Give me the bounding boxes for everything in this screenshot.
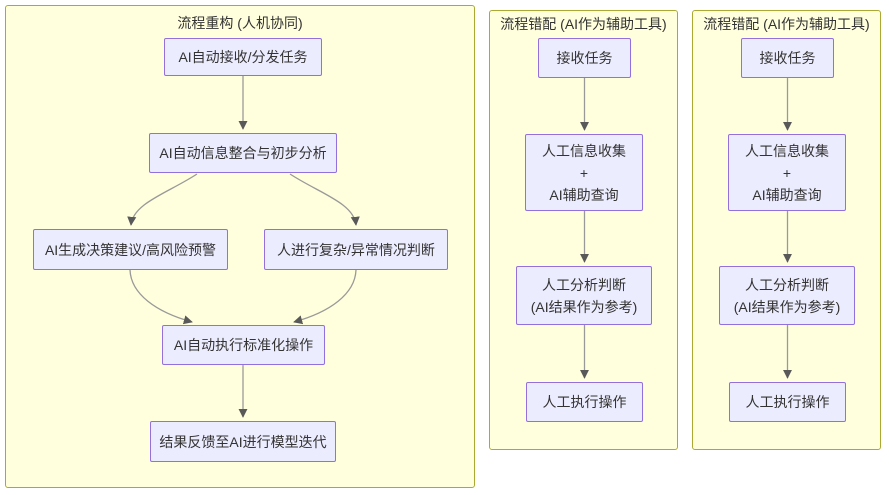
node-label: AI自动信息整合与初步分析 bbox=[159, 145, 327, 161]
panel-title: 流程错配 (AI作为辅助工具) bbox=[500, 16, 667, 32]
node-label: AI自动接收/分发任务 bbox=[178, 49, 308, 65]
node-label: 结果反馈至AI进行模型迭代 bbox=[159, 433, 327, 450]
p0-node-feedback-model-iteration: 结果反馈至AI进行模型迭代 bbox=[150, 421, 336, 462]
node-label-line: 人工分析判断 bbox=[542, 276, 626, 293]
p1-node-receive-task: 接收任务 bbox=[538, 38, 631, 78]
panel-title: 流程重构 (人机协同) bbox=[177, 15, 303, 31]
node-label-line: 人工信息收集 bbox=[542, 142, 626, 159]
node-label: 人工执行操作 bbox=[542, 394, 627, 410]
p1-node-human-analysis-judgment: 人工分析判断 (AI结果作为参考) bbox=[516, 266, 652, 325]
p0-node-ai-standard-execution: AI自动执行标准化操作 bbox=[162, 325, 325, 365]
panel-title: 流程错配 (AI作为辅助工具) bbox=[703, 16, 870, 32]
node-label: 人工执行操作 bbox=[745, 394, 830, 410]
p0-node-ai-decision-warning: AI生成决策建议/高风险预警 bbox=[33, 229, 228, 270]
node-label: AI自动执行标准化操作 bbox=[173, 337, 314, 353]
node-label: AI生成决策建议/高风险预警 bbox=[44, 241, 217, 258]
p0-node-human-complex-judgment: 人进行复杂/异常情况判断 bbox=[264, 229, 448, 270]
p0-node-ai-info-integration: AI自动信息整合与初步分析 bbox=[149, 133, 337, 173]
node-label-line: AI辅助查询 bbox=[752, 186, 822, 203]
node-label-line: (AI结果作为参考) bbox=[733, 298, 841, 315]
p1-node-human-info-collection: 人工信息收集 + AI辅助查询 bbox=[525, 134, 643, 211]
node-label-line: + bbox=[579, 164, 589, 181]
node-label-line: 人工分析判断 bbox=[745, 276, 829, 293]
node-label: 接收任务 bbox=[556, 50, 613, 66]
p2-node-human-execute: 人工执行操作 bbox=[729, 382, 846, 422]
p1-node-human-execute: 人工执行操作 bbox=[526, 382, 643, 422]
node-label-line: 人工信息收集 bbox=[745, 142, 829, 159]
node-label-line: AI辅助查询 bbox=[549, 186, 619, 203]
node-label: 接收任务 bbox=[759, 50, 816, 66]
p2-node-human-analysis-judgment: 人工分析判断 (AI结果作为参考) bbox=[719, 266, 855, 325]
p2-node-human-info-collection: 人工信息收集 + AI辅助查询 bbox=[728, 134, 846, 211]
p0-node-ai-receive-dispatch: AI自动接收/分发任务 bbox=[164, 38, 322, 76]
node-label-line: (AI结果作为参考) bbox=[530, 298, 638, 315]
node-label: 人进行复杂/异常情况判断 bbox=[277, 241, 435, 258]
node-label-line: + bbox=[782, 164, 792, 181]
p2-node-receive-task: 接收任务 bbox=[741, 38, 834, 78]
